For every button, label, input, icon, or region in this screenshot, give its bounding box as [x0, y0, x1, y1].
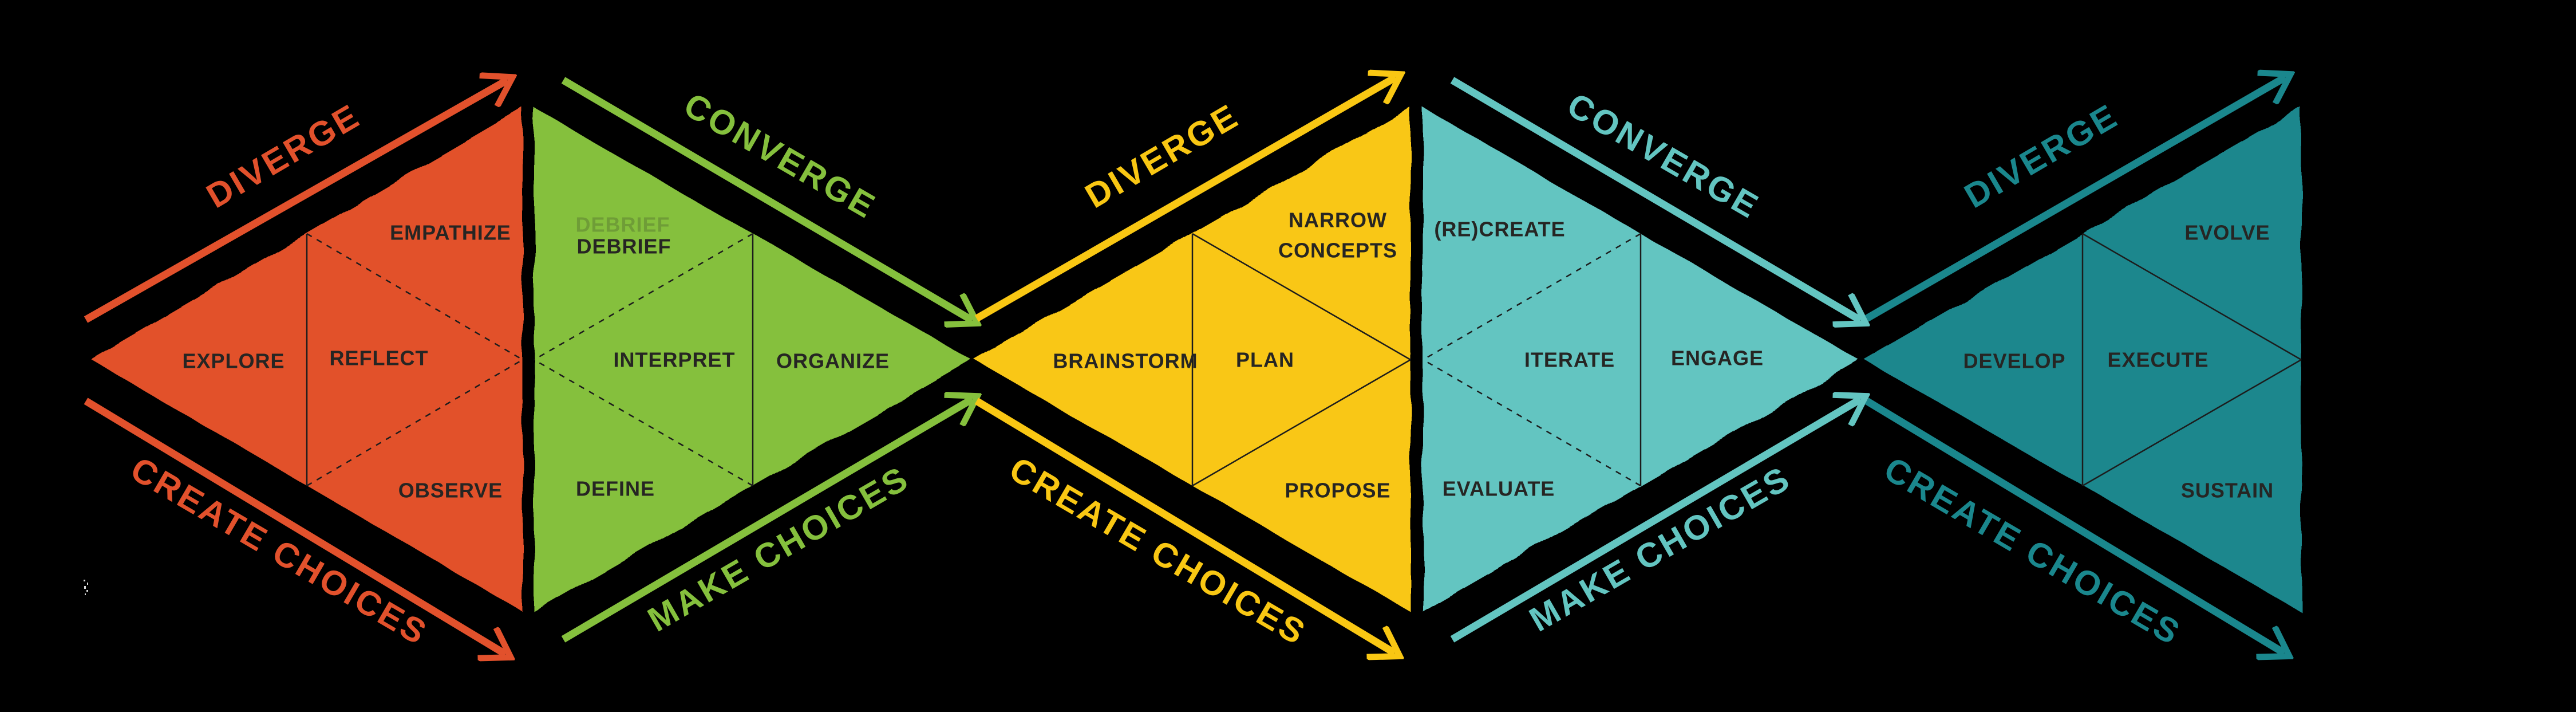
- divider-line: [2082, 233, 2302, 361]
- empathize-arrows: [84, 80, 507, 654]
- diverge-label: DIVERGE: [1958, 96, 2124, 215]
- speck-dot: [84, 586, 86, 589]
- sustain-section-label: SUSTAIN: [2181, 479, 2274, 502]
- diverge-arrow-top: [974, 77, 1396, 322]
- speck-dot: [84, 580, 85, 581]
- diverge-arrow-top: [1864, 77, 2285, 322]
- diverge-arrow-top: [84, 80, 507, 323]
- divider-line: [306, 233, 523, 361]
- interpret-arrows: [561, 77, 972, 643]
- paint-speck: [84, 580, 88, 595]
- develop-section-label: DEVELOP: [1963, 349, 2065, 373]
- deliver-arrows: [1864, 77, 2285, 653]
- define-section-label: DEFINE: [576, 477, 655, 501]
- divider-line: [534, 233, 753, 361]
- plan-section-label: PLAN: [1236, 348, 1294, 372]
- propose-section-label: PROPOSE: [1285, 479, 1390, 502]
- divider-line: [1423, 233, 1641, 361]
- empathize-section-label: EMPATHIZE: [390, 221, 511, 245]
- debrief-ghost-label: DEBRIEF: [575, 213, 670, 237]
- explore-section-label: EXPLORE: [182, 349, 285, 373]
- iterate-section-label: ITERATE: [1524, 348, 1615, 372]
- converge-arrow-top: [561, 77, 972, 320]
- divider-line: [1192, 359, 1411, 487]
- engage-section-label: ENGAGE: [1671, 347, 1764, 370]
- create-choices-arrow-bottom: [974, 398, 1394, 653]
- section-labels: EXPLORE EMPATHIZE REFLECT OBSERVE DEBRIE…: [182, 209, 2274, 502]
- evolve-section-label: EVOLVE: [2184, 221, 2270, 245]
- reflect-section-label: REFLECT: [330, 347, 429, 370]
- debrief-section-label: DEBRIEF: [576, 235, 671, 258]
- divider-line: [534, 359, 753, 487]
- brainstorm-section-label: BRAINSTORM: [1053, 349, 1198, 373]
- speck-dot: [85, 593, 86, 595]
- divider-line: [2082, 359, 2302, 487]
- ideate-arrows: [974, 77, 1396, 653]
- speck-dot: [86, 590, 88, 592]
- observe-section-label: OBSERVE: [398, 479, 503, 502]
- divider-line: [1423, 359, 1641, 487]
- iterate-arrows: [1450, 77, 1860, 643]
- create-choices-arrow-bottom: [1864, 398, 2284, 653]
- divider-line: [306, 359, 523, 487]
- converge-arrow-top: [1450, 77, 1860, 320]
- narrow-concepts-section-label-line1: NARROW: [1289, 209, 1387, 232]
- divider-line: [1192, 233, 1411, 361]
- diverge-label: DIVERGE: [200, 96, 366, 215]
- execute-section-label: EXECUTE: [2107, 348, 2208, 372]
- narrow-concepts-section-label-line2: CONCEPTS: [1278, 239, 1397, 262]
- diverge-label: DIVERGE: [1078, 96, 1245, 215]
- speck-dot: [87, 583, 88, 585]
- create-choices-arrow-bottom: [84, 398, 505, 654]
- subdivision-lines: [306, 233, 2302, 487]
- interpret-section-label: INTERPRET: [613, 348, 735, 372]
- make-choices-arrow-bottom: [1450, 399, 1860, 643]
- recreate-section-label: (RE)CREATE: [1434, 218, 1565, 241]
- make-choices-arrow-bottom: [561, 399, 972, 643]
- evaluate-section-label: EVALUATE: [1443, 477, 1555, 501]
- organize-section-label: ORGANIZE: [776, 349, 890, 373]
